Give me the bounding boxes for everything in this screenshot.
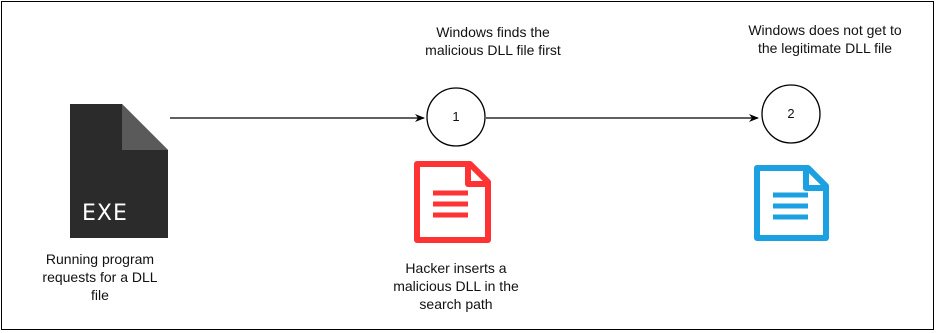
program-caption-line-3: file [91,287,109,303]
exe-label: EXE [82,201,128,226]
step-2-label-line-1: Windows does not get to [748,22,902,38]
malicious-caption-line-3: search path [419,296,493,312]
program-caption-line-2: requests for a DLL [42,269,158,285]
step-2-label-line-2: the legitimate DLL file [757,40,893,56]
exe-file-icon [70,104,168,238]
malicious-caption-line-2: malicious DLL in the [393,278,519,294]
program-caption: Running program requests for a DLL file [10,250,190,304]
program-caption-line-1: Running program [45,251,155,267]
malicious-dll-document-icon [414,161,491,243]
step-1-label-line-2: malicious DLL file first [425,42,561,58]
step-1-circle [426,87,486,147]
legitimate-dll-document-icon [754,165,829,241]
malicious-dll-caption: Hacker inserts a malicious DLL in the se… [366,259,546,313]
step-2-number: 2 [787,106,795,121]
step-1-label-line-1: Windows finds the [436,24,550,40]
step-2-circle [761,84,821,144]
step-1-number: 1 [452,109,460,124]
step-1-label: Windows finds the malicious DLL file fir… [386,23,600,59]
step-2-label: Windows does not get to the legitimate D… [718,21,932,57]
malicious-caption-line-1: Hacker inserts a [405,260,507,276]
